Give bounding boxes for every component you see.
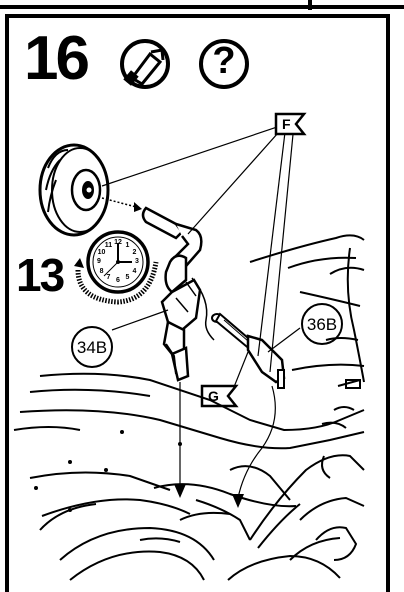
- glue-tube-icon: [120, 39, 170, 89]
- rod-36b: [211, 312, 286, 389]
- sub-step-number: 13: [16, 249, 65, 301]
- step-frame: [5, 14, 390, 592]
- top-border: [0, 0, 404, 10]
- body-rivets: [34, 430, 182, 512]
- clock-numeral: 5: [125, 274, 130, 282]
- question-icon: [199, 39, 249, 89]
- vehicle-body: [13, 234, 365, 581]
- clock-numeral: 10: [97, 248, 106, 256]
- leg-assembly-34b: [160, 254, 215, 382]
- clock-numeral: 12: [114, 239, 122, 246]
- clock-numeral: 8: [99, 267, 104, 275]
- clock-numeral: 9: [97, 258, 101, 265]
- flag-f: F: [282, 116, 291, 132]
- callout-34b: 34B: [76, 338, 108, 357]
- step-number: 16: [24, 24, 90, 93]
- clock-numeral: 11: [104, 241, 113, 249]
- question-mark: ?: [212, 40, 236, 82]
- callout-36b: 36B: [306, 315, 338, 334]
- clock-numeral: 6: [116, 277, 120, 284]
- wheel-part: [38, 143, 110, 237]
- clock-numeral: 1: [125, 241, 130, 249]
- clock-numeral: 7: [106, 274, 111, 282]
- flag-g: G: [208, 388, 219, 404]
- clock-icon: [74, 230, 159, 305]
- clock-numeral: 3: [135, 258, 139, 265]
- clock-numeral: 4: [132, 267, 137, 275]
- clock-numeral: 2: [132, 248, 137, 256]
